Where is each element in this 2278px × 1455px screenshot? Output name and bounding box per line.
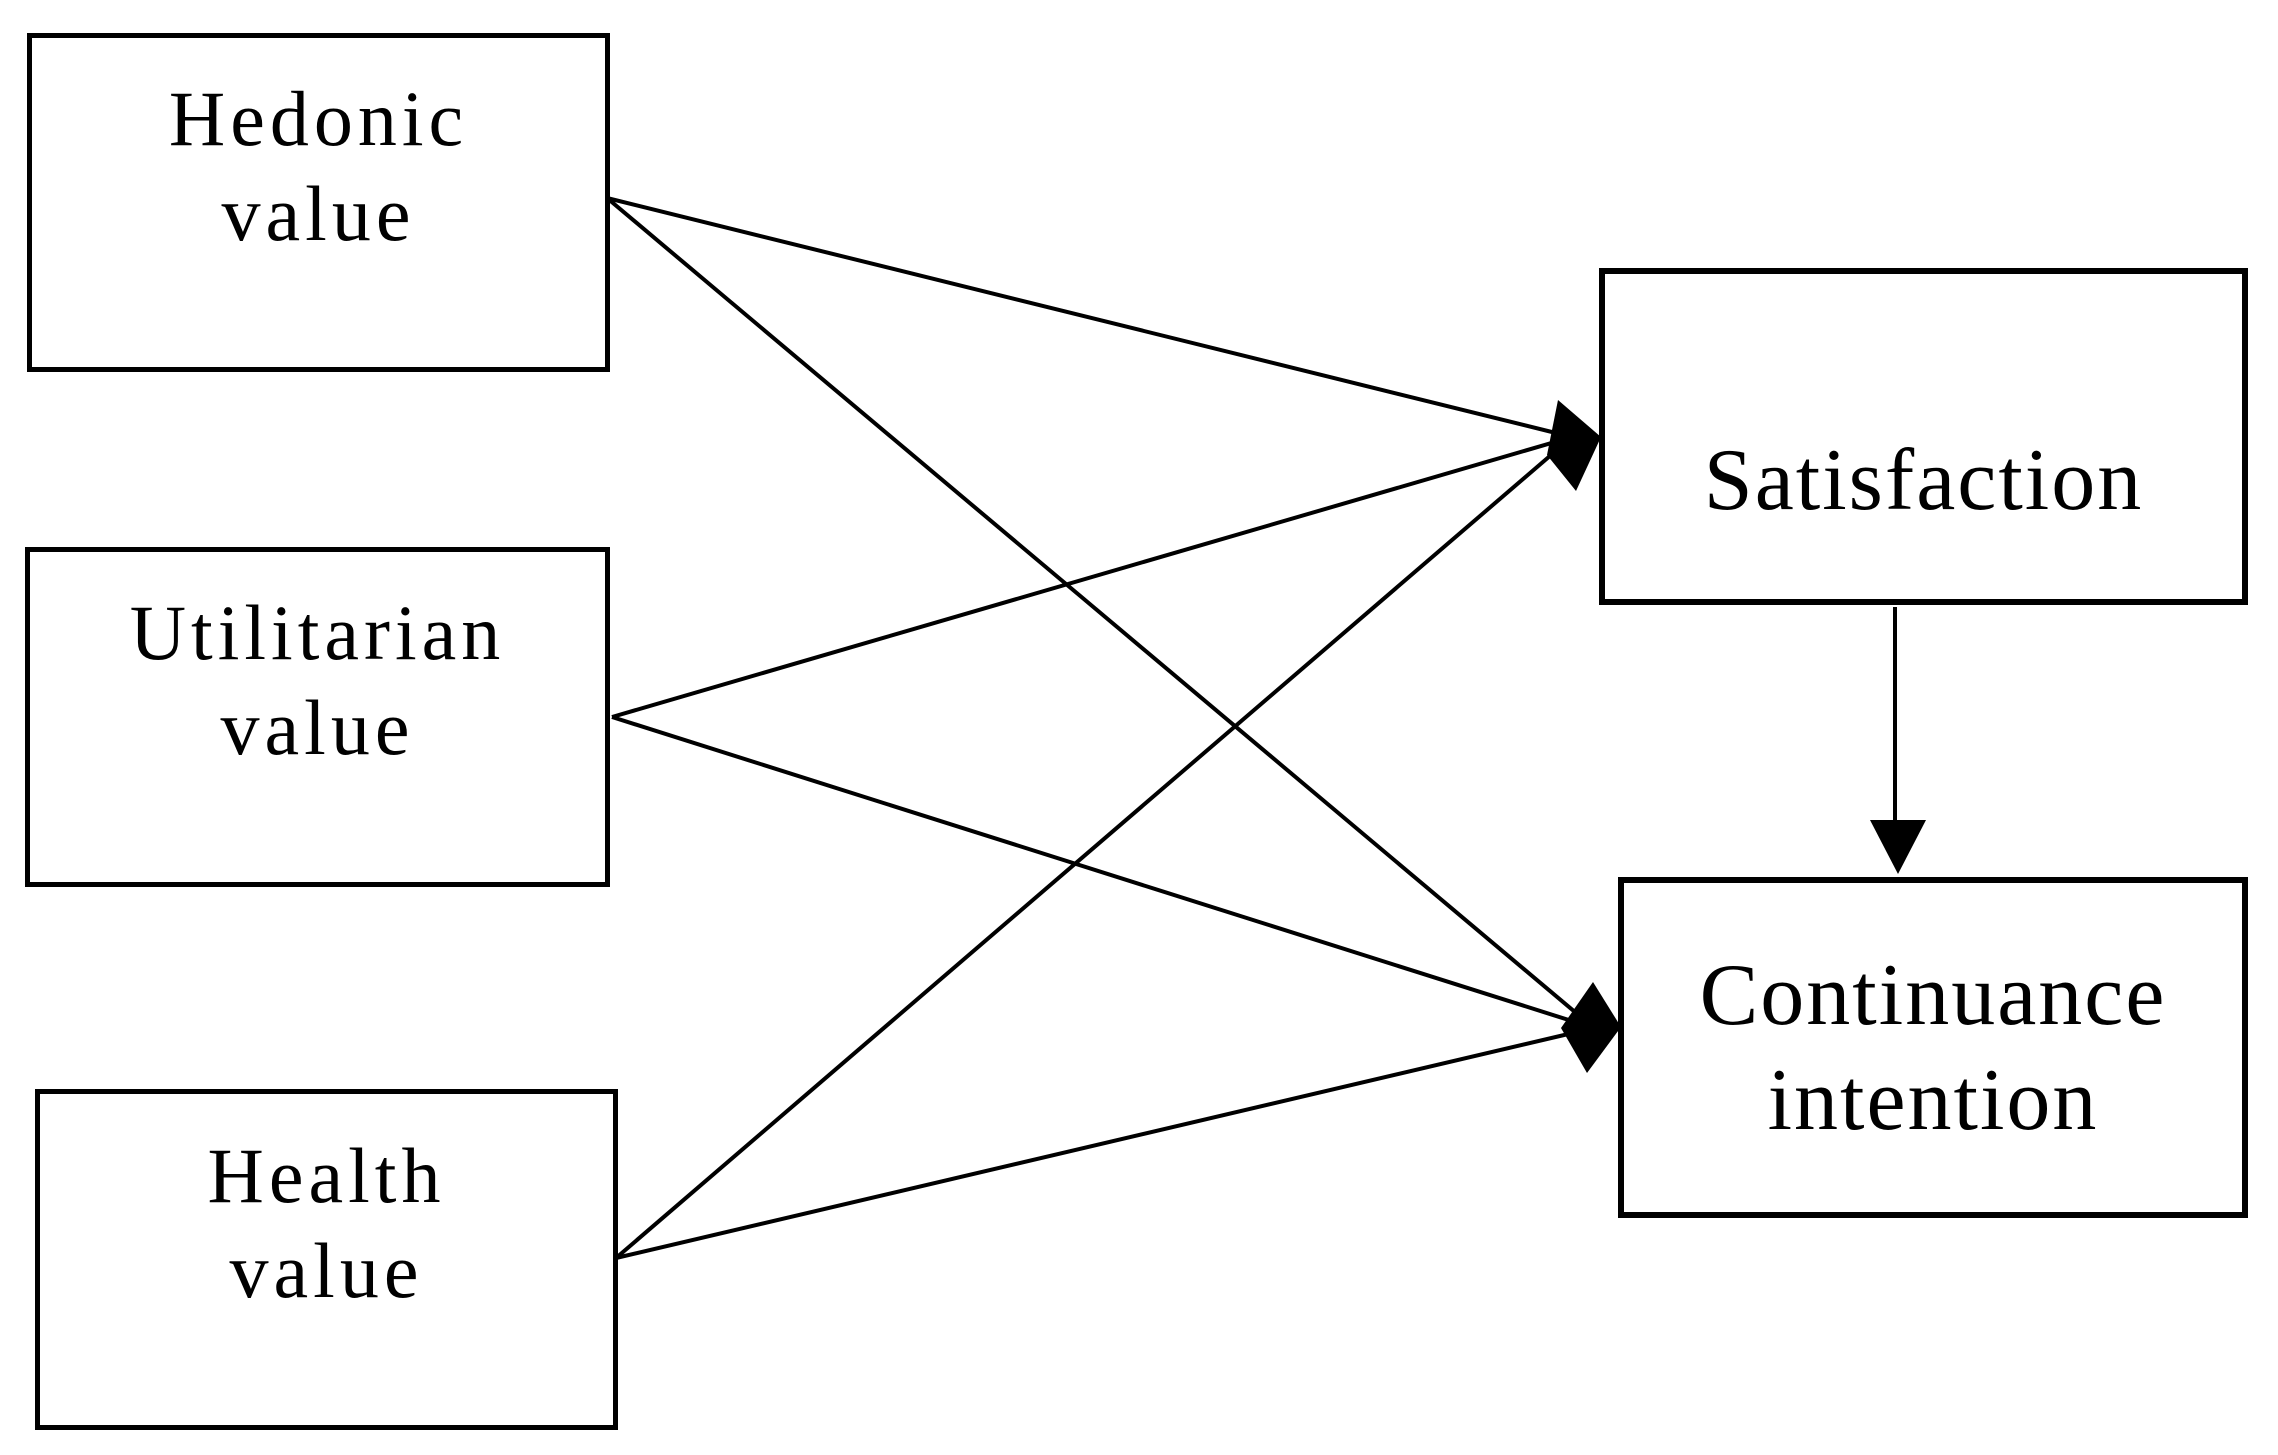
arrowhead-satisfaction-to-continuance bbox=[1870, 820, 1926, 874]
edge-hedonic-to-continuance bbox=[605, 196, 1596, 1030]
node-utilitarian-value: Utilitarian value bbox=[25, 547, 610, 887]
edge-health-to-continuance bbox=[615, 1026, 1595, 1260]
node-label-line: value bbox=[221, 169, 416, 257]
node-label-line: value bbox=[229, 1226, 424, 1314]
edge-hedonic-to-satisfaction bbox=[606, 196, 1573, 439]
edge-health-to-satisfaction bbox=[614, 435, 1574, 1260]
edge-utilitarian-to-continuance bbox=[611, 715, 1595, 1030]
node-label-line: Continuance bbox=[1699, 946, 2167, 1044]
arrowhead-into-continuance bbox=[1561, 982, 1621, 1073]
node-continuance-intention: Continuance intention bbox=[1618, 877, 2248, 1218]
node-label-line: Satisfaction bbox=[1703, 432, 2144, 529]
node-label-line: value bbox=[220, 684, 415, 771]
node-health-value: Health value bbox=[35, 1089, 618, 1430]
node-label-line: Hedonic bbox=[168, 74, 469, 162]
node-label-line: intention bbox=[1767, 1051, 2099, 1149]
node-hedonic-value: Hedonic value bbox=[27, 33, 610, 372]
node-satisfaction: Satisfaction bbox=[1599, 268, 2248, 605]
node-label-line: Utilitarian bbox=[129, 589, 506, 676]
node-label-line: Health bbox=[207, 1131, 446, 1219]
arrowhead-into-satisfaction bbox=[1547, 400, 1601, 491]
edge-utilitarian-to-satisfaction bbox=[611, 435, 1573, 719]
